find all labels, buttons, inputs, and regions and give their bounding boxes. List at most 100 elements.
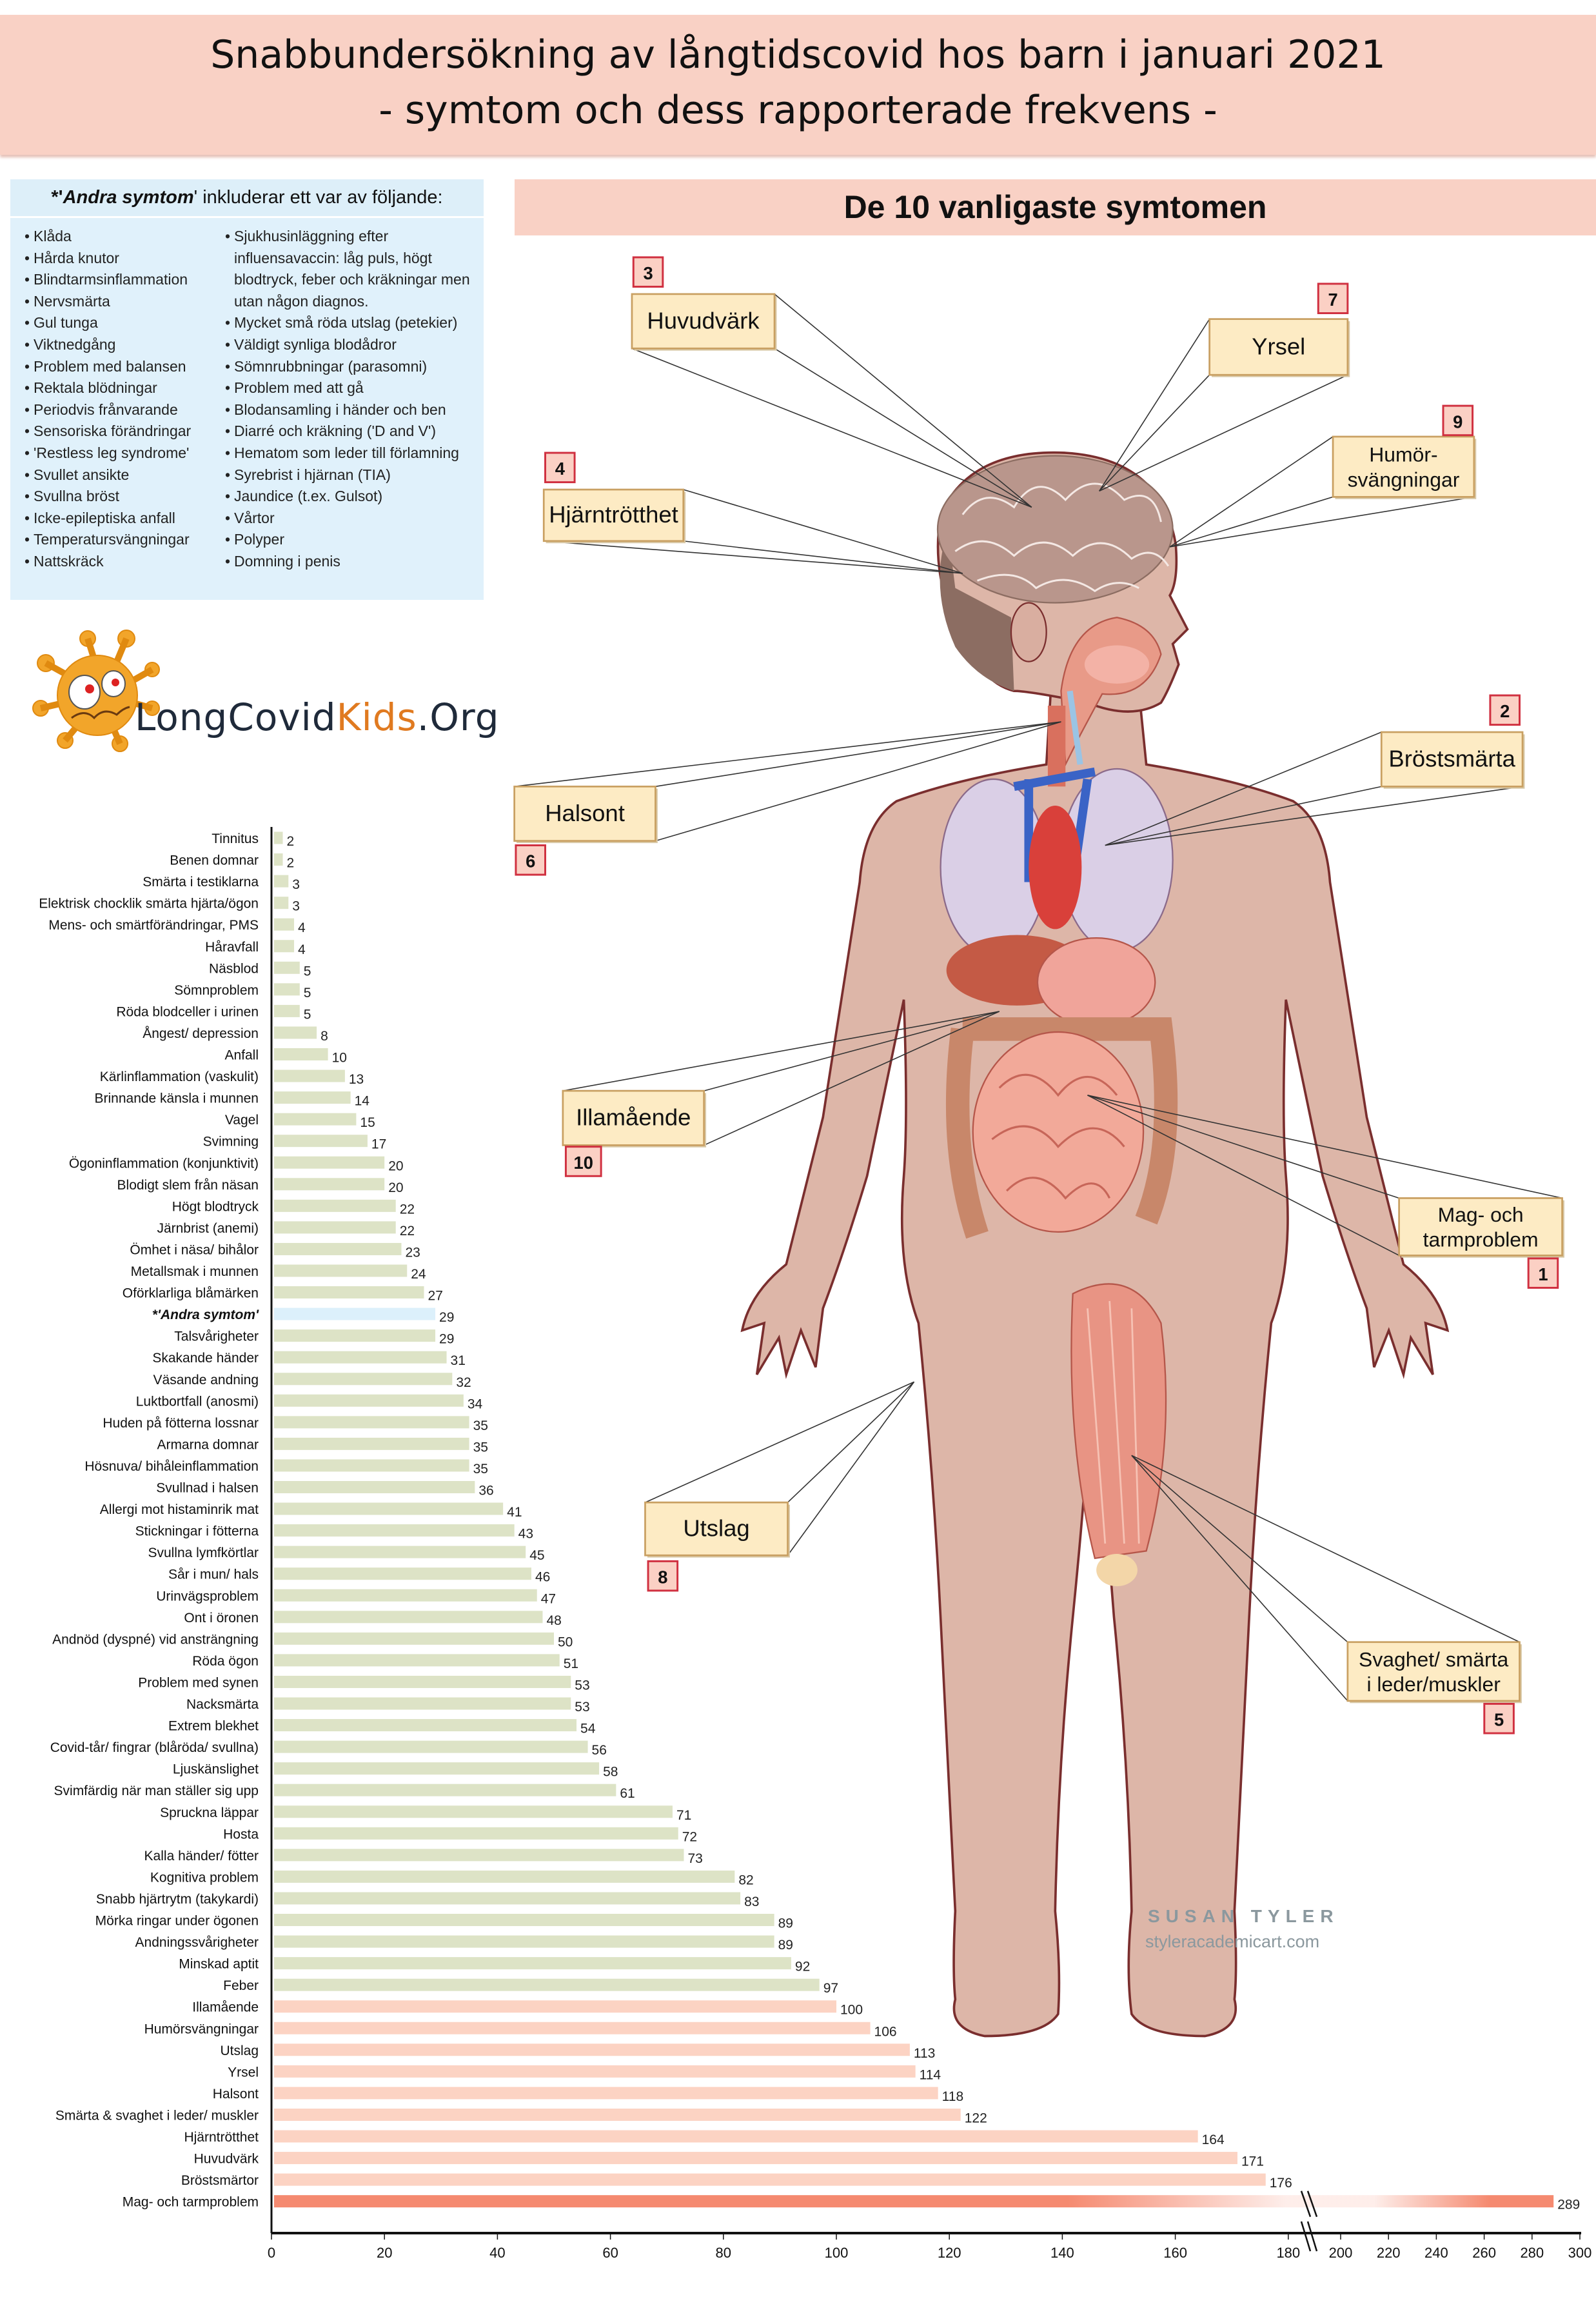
leader-line <box>1099 374 1348 492</box>
other-symptom-item: Mycket små röda utslag (petekier) <box>225 312 480 334</box>
callout-box <box>644 1501 789 1556</box>
leader-line <box>544 540 963 574</box>
callout-label: tarmproblem <box>1423 1228 1539 1251</box>
thigh-muscles <box>1070 1283 1167 1560</box>
callout-box <box>542 488 685 542</box>
other-symptom-item: Blodansamling i händer och ben <box>225 399 480 421</box>
watermark-url: styleracademicart.com <box>1145 1932 1320 1951</box>
rank-badge <box>1489 694 1521 726</box>
rank-badge <box>1442 404 1474 437</box>
other-symptom-item: Sjukhusinläggning efter influensavaccin:… <box>225 226 480 312</box>
other-symptom-item: Hårda knutor <box>25 248 224 270</box>
other-symptom-item: Nervsmärta <box>25 291 224 313</box>
leader-line <box>683 489 963 574</box>
callout-label: Humör- <box>1369 443 1437 466</box>
rank-badge <box>647 1560 679 1592</box>
esophagus <box>1067 690 1083 765</box>
hair <box>940 529 1014 691</box>
leader-line <box>645 1381 914 1503</box>
leader-line <box>1087 1095 1562 1199</box>
leader-line <box>1099 319 1210 492</box>
leader-line <box>1131 1455 1348 1702</box>
other-symptom-item: Väldigt synliga blodådror <box>225 334 480 356</box>
other-symptoms-heading: *'Andra symtom' inkluderar ett var av fö… <box>10 179 484 218</box>
rank-number: 8 <box>658 1567 667 1587</box>
callout-box <box>1332 435 1475 498</box>
heading-italic: Andra symtom <box>63 187 194 208</box>
other-symptom-item: Gul tunga <box>25 312 224 334</box>
rank-number: 5 <box>1494 1710 1504 1730</box>
leader-line <box>1131 1455 1348 1643</box>
callout-box <box>562 1089 705 1146</box>
tongue <box>1084 645 1150 684</box>
longcovidkids-logo: LongCovidKids.Org <box>26 624 499 760</box>
callout-box <box>1380 731 1524 788</box>
rank-number: 3 <box>643 263 653 283</box>
heart <box>1029 805 1082 929</box>
other-symptom-item: Svullet ansikte <box>25 464 224 486</box>
other-symptom-item: Icke-epileptiska anfall <box>25 508 224 530</box>
leader-line <box>1131 1455 1520 1643</box>
leader-line <box>1169 496 1334 548</box>
other-symptom-item: Sömnrubbningar (parasomni) <box>225 356 480 378</box>
top10-callouts: Huvudvärk3Yrsel7Humör-svängningar9Hjärnt… <box>513 256 1565 1734</box>
colon <box>945 1017 1178 1239</box>
callout-label: svängningar <box>1348 468 1460 491</box>
leader-line <box>1087 1095 1399 1199</box>
callout: Illamående 10 <box>562 1011 1000 1177</box>
callout-label: Svaghet/ smärta <box>1359 1647 1508 1671</box>
callout-label: i leder/muskler <box>1366 1673 1501 1696</box>
leader-line <box>704 1011 1000 1146</box>
callout-label: Bröstsmärta <box>1388 746 1515 772</box>
leader-line <box>787 1381 915 1556</box>
rank-badge <box>564 1146 602 1177</box>
leader-line <box>1105 731 1382 846</box>
other-symptom-item: Problem med att gå <box>225 377 480 399</box>
logo-text-longcovid: LongCovid <box>135 695 337 739</box>
other-symptom-item: Rektala blödningar <box>25 377 224 399</box>
brain-gyri <box>954 482 1170 593</box>
ear <box>1010 602 1047 662</box>
callout-box <box>1208 318 1349 376</box>
rank-badge <box>544 452 576 484</box>
page-header: Snabbundersökning av långtidscovid hos b… <box>0 15 1596 155</box>
other-symptom-item: Syrebrist i hjärnan (TIA) <box>225 464 480 486</box>
small-intestine <box>972 1031 1145 1233</box>
rank-badge <box>632 256 664 288</box>
other-symptom-item: Polyper <box>225 529 480 551</box>
callout-label: Illamående <box>576 1104 691 1131</box>
other-symptom-item: Vårtor <box>225 508 480 530</box>
leader-line <box>1087 1095 1399 1257</box>
leader-line <box>774 293 1032 508</box>
title-line-2: - symtom och dess rapporterade frekvens … <box>379 88 1217 133</box>
rank-number: 10 <box>574 1153 593 1173</box>
rank-number: 1 <box>1538 1264 1548 1284</box>
leader-line <box>1105 786 1382 846</box>
leader-line <box>655 721 1061 788</box>
callout-label: Utslag <box>683 1515 749 1542</box>
knee-cap <box>1096 1553 1138 1587</box>
leader-line <box>683 540 963 574</box>
callout-box <box>1398 1197 1563 1257</box>
other-symptoms-box: *'Andra symtom' inkluderar ett var av fö… <box>10 179 484 600</box>
other-symptoms-col2: Sjukhusinläggning efter influensavaccin:… <box>225 226 480 573</box>
virus-mascot-icon <box>32 630 160 752</box>
callout-box <box>513 785 656 842</box>
callout-box <box>631 293 776 350</box>
rank-badge <box>1317 283 1349 314</box>
heading-rest: ' inkluderar ett var av följande: <box>193 187 443 208</box>
trachea <box>1047 705 1066 787</box>
rank-number: 4 <box>555 459 566 479</box>
leader-line <box>1169 496 1474 548</box>
callout-label: Halsont <box>545 800 625 826</box>
leader-line <box>774 348 1032 508</box>
intestine-loops <box>991 1073 1125 1200</box>
